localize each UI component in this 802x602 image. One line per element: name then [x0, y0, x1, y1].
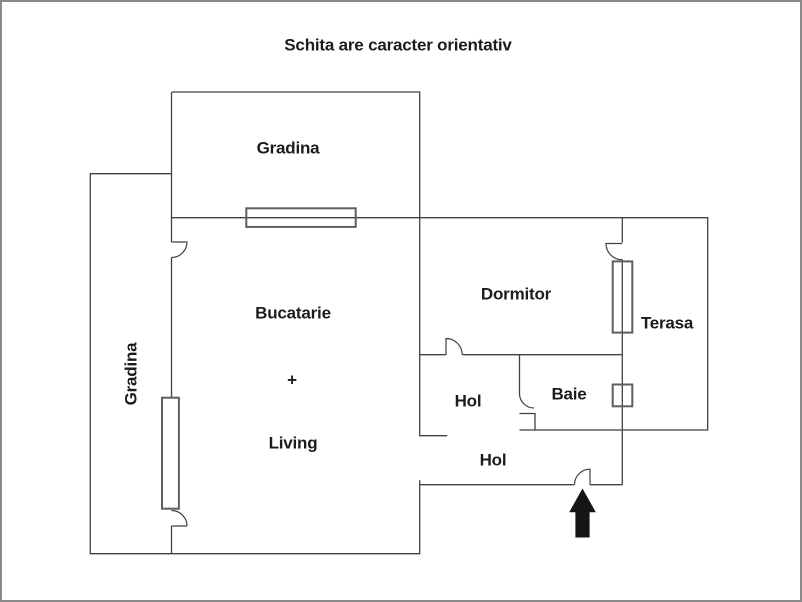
wall-top-right-bottom-outline	[171, 217, 709, 431]
door-bucatarie-garden	[171, 241, 188, 259]
window-baie-terasa	[611, 383, 634, 408]
entrance-arrow-icon	[569, 488, 596, 538]
window-bucatarie-top	[245, 207, 357, 228]
room-label-terasa: Terasa	[640, 313, 694, 333]
wall-garden-top-outline	[172, 91, 448, 437]
door-living-garden	[171, 509, 188, 527]
walls	[89, 91, 709, 555]
wall-baie-west	[518, 354, 536, 430]
door-entrance	[573, 468, 591, 485]
wall-garden-left-outline	[89, 173, 421, 555]
windows	[161, 207, 634, 510]
page-title: Schita are caracter orientativ	[284, 35, 512, 55]
room-label-baie: Baie	[551, 384, 587, 404]
room-label-hol-lower: Hol	[479, 450, 507, 470]
door-hol-upper	[445, 337, 463, 355]
door-baie	[518, 393, 535, 409]
door-dormitor	[605, 242, 623, 261]
doors	[171, 241, 623, 527]
plus-sign: +	[287, 370, 297, 390]
room-label-gradina-top: Gradina	[256, 138, 320, 158]
room-label-bucatarie: Bucatarie	[255, 303, 331, 323]
room-label-gradina-left: Gradina	[121, 342, 141, 406]
room-label-living: Living	[268, 433, 318, 453]
window-dormitor-terasa	[611, 260, 634, 334]
room-label-hol-upper: Hol	[454, 391, 482, 411]
window-living-left	[161, 396, 180, 510]
room-label-dormitor: Dormitor	[480, 284, 552, 304]
